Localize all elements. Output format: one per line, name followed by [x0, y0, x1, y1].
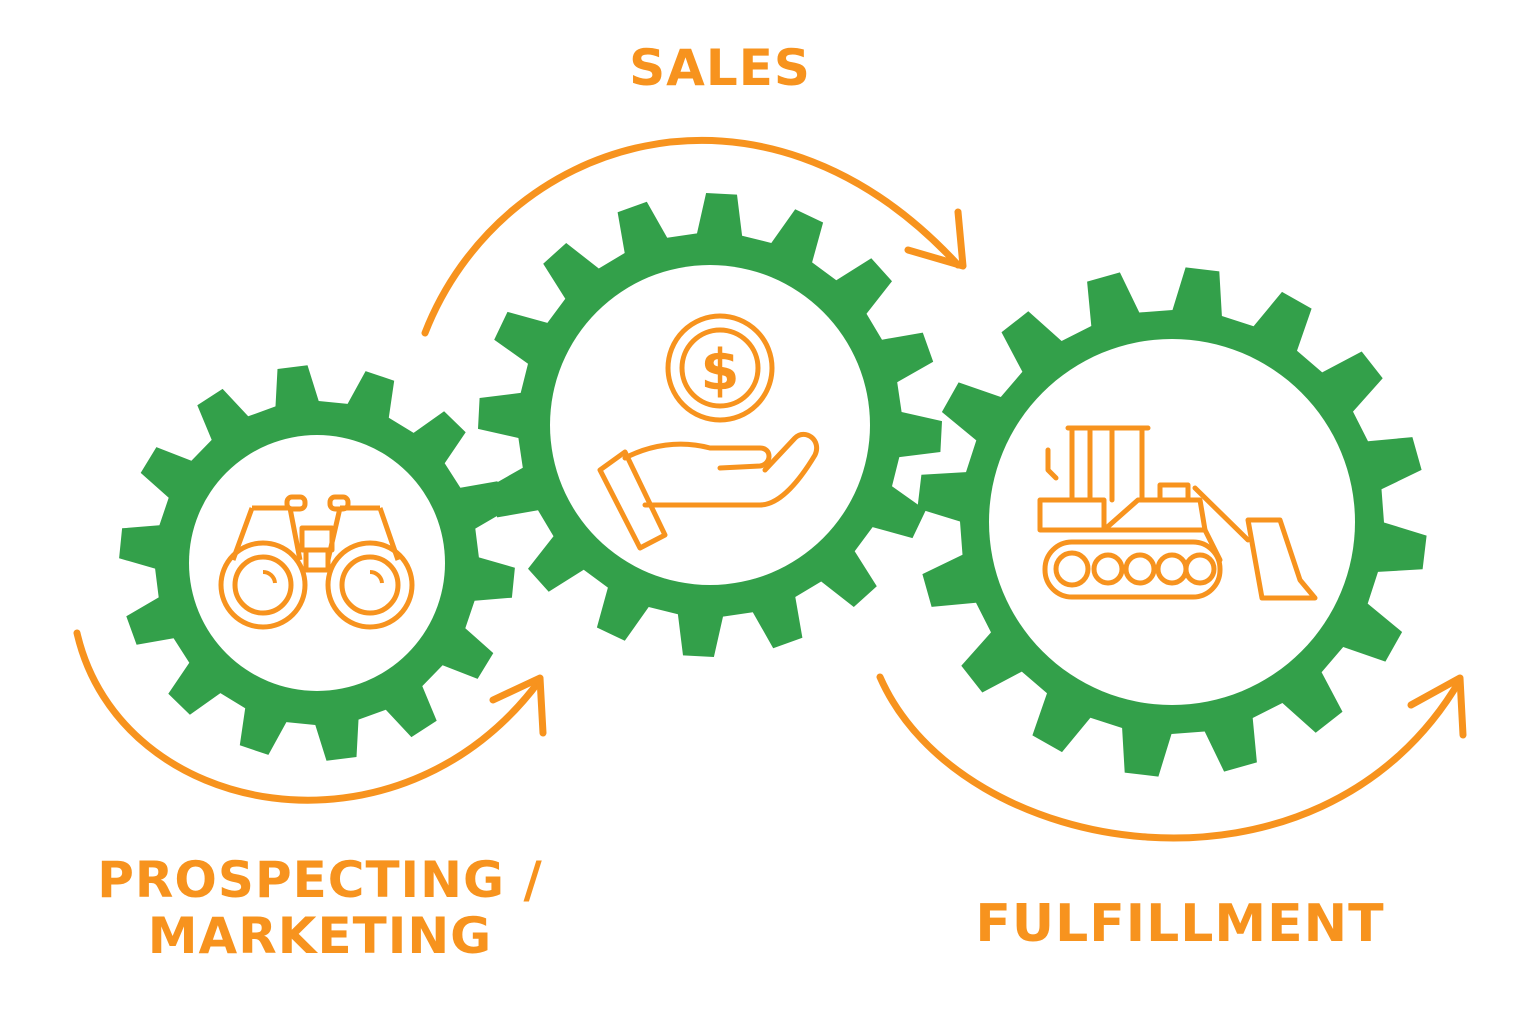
dollar-sign: $ — [701, 338, 740, 403]
bulldozer-icon — [1037, 425, 1318, 601]
curved-arrow-sales — [421, 137, 962, 337]
gear-center — [550, 265, 870, 585]
arrowhead-sales — [904, 208, 967, 270]
arrowhead-prospecting — [489, 674, 547, 737]
gear-prospecting — [119, 365, 515, 761]
hand-holding-dollar-icon: $ — [597, 313, 820, 551]
stage-label-prospecting-marketing: PROSPECTING / MARKETING — [97, 851, 543, 965]
arrowhead-fulfillment — [1407, 674, 1467, 739]
binoculars-icon — [218, 494, 415, 630]
curved-arrow-prospecting — [73, 629, 544, 804]
curved-arrow-fulfillment — [876, 673, 1464, 842]
gear-center — [989, 339, 1355, 705]
stage-label-fulfillment: FULFILLMENT — [975, 894, 1385, 954]
gear-fulfillment — [917, 267, 1427, 777]
stage-label-sales: SALES — [629, 39, 811, 97]
gear-sales — [478, 193, 942, 657]
